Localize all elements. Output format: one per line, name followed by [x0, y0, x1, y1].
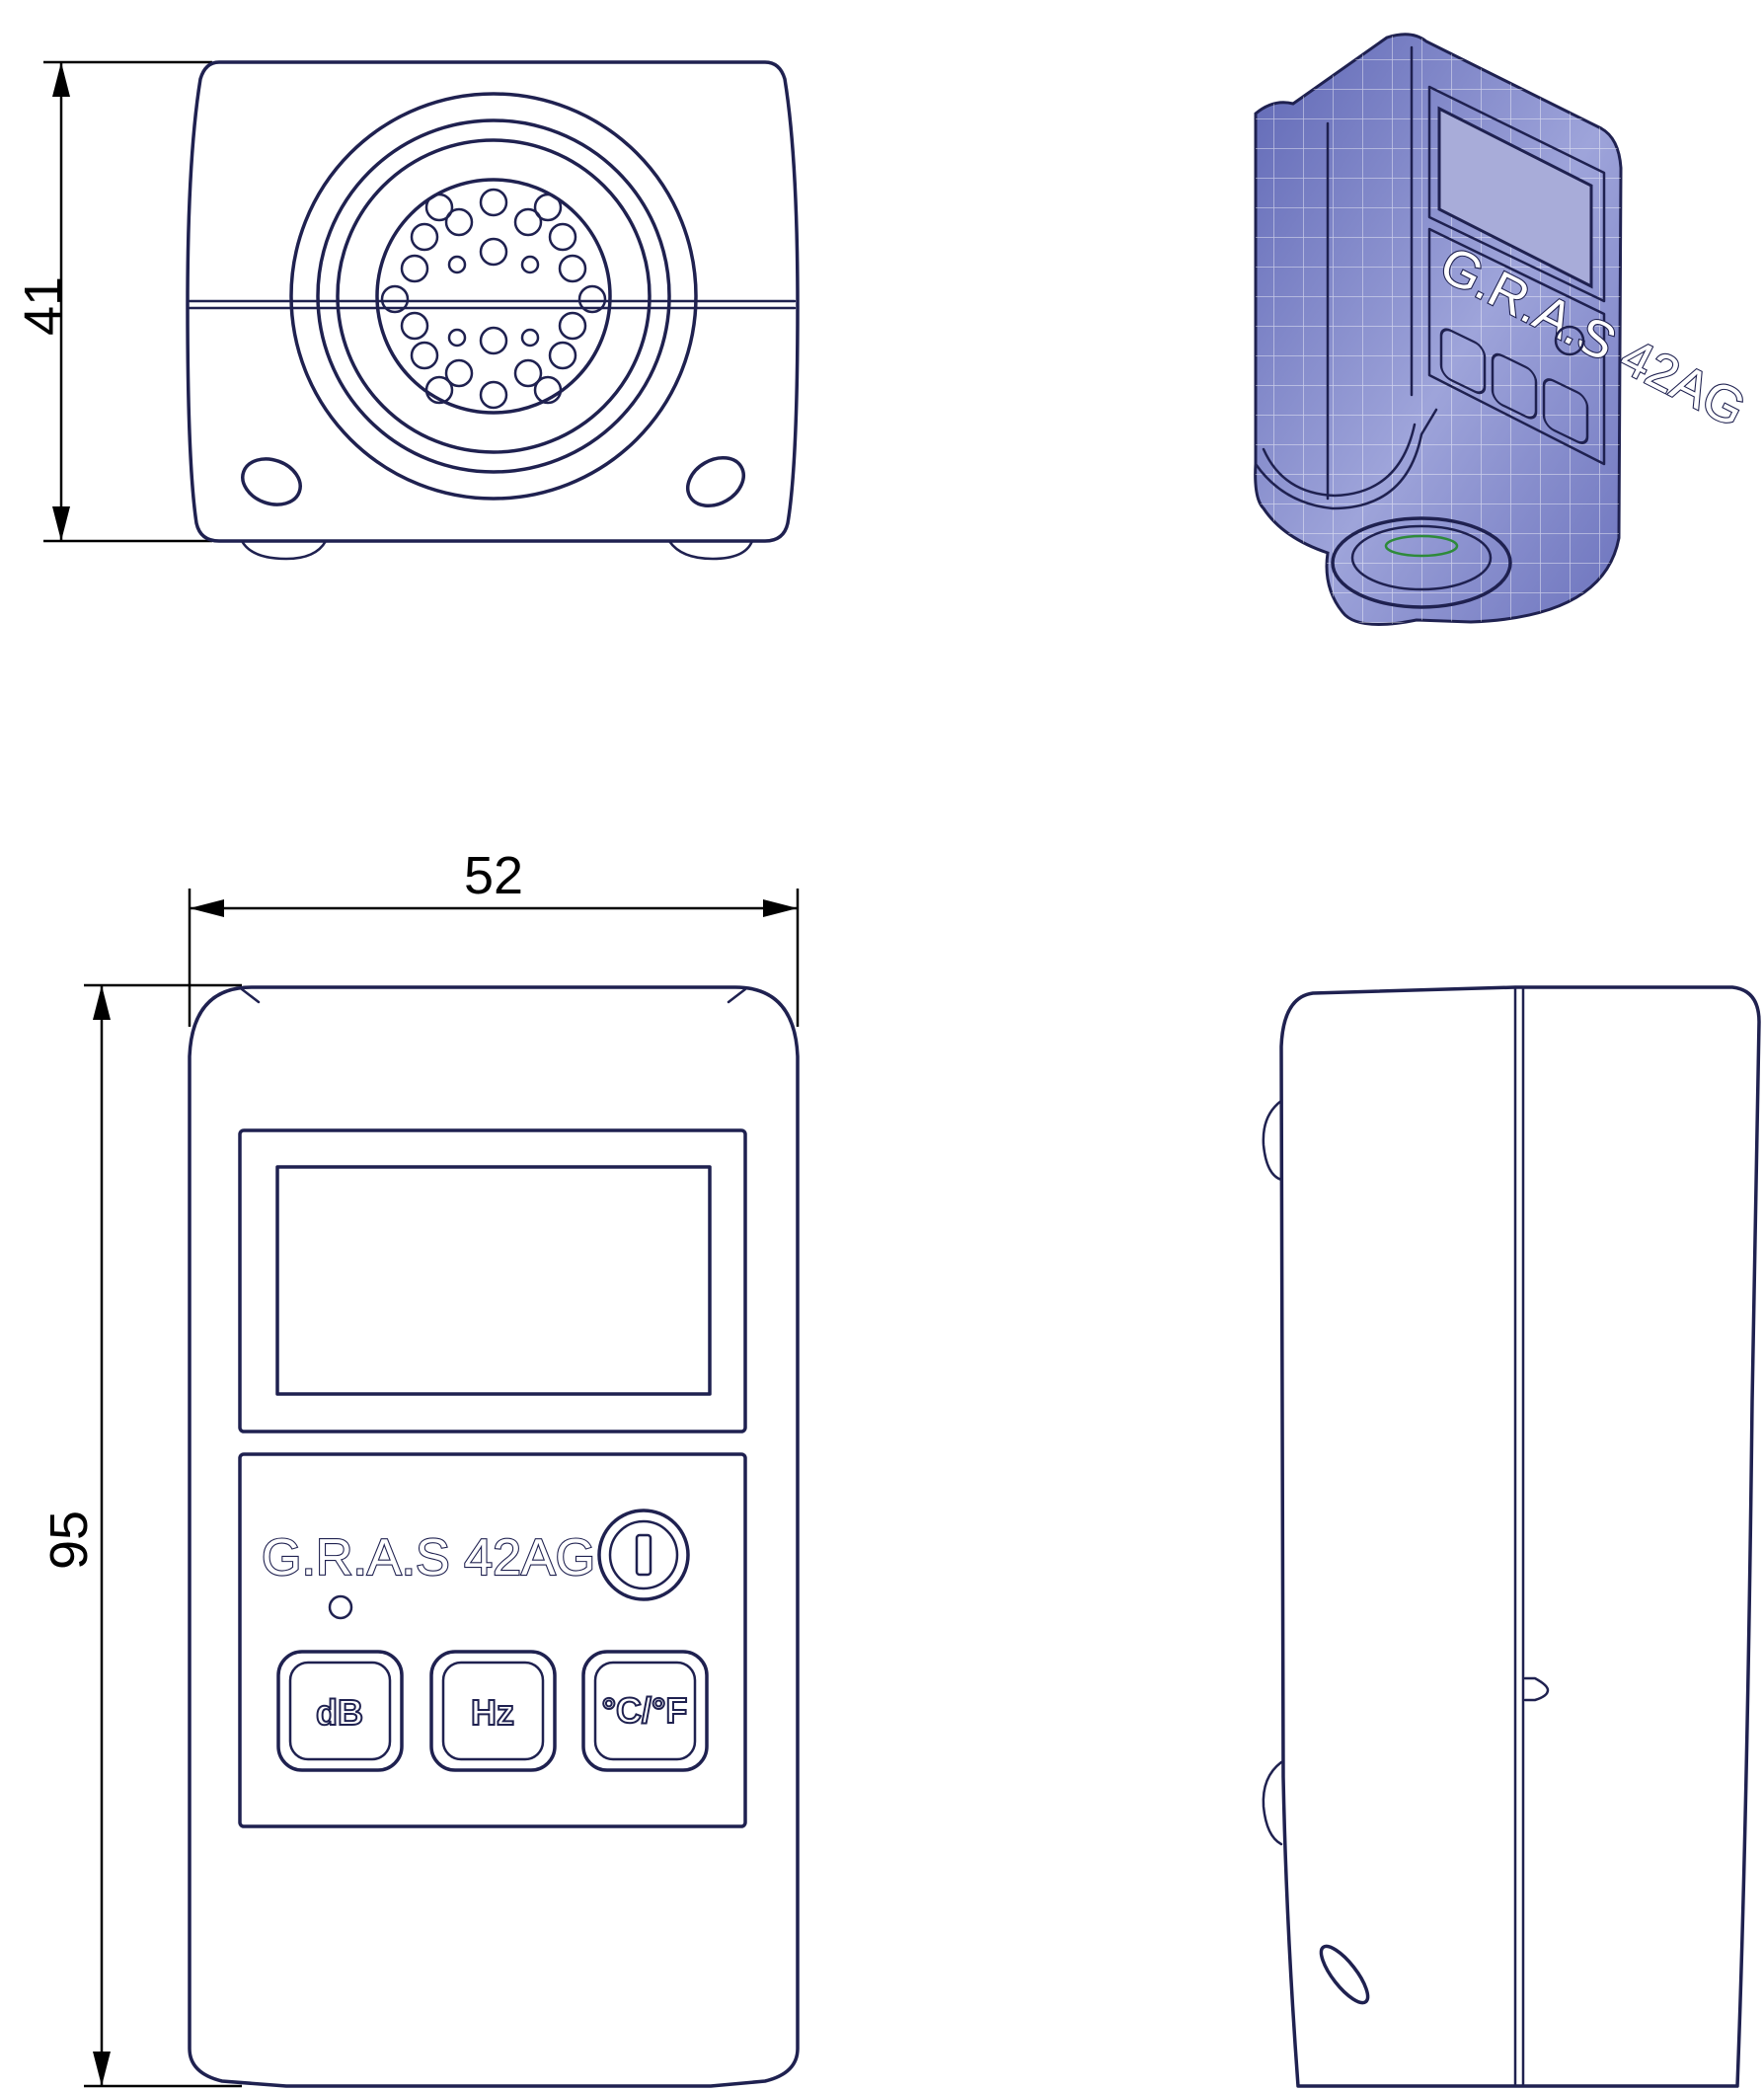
- hz-button[interactable]: Hz: [429, 1650, 557, 1772]
- mic-ring-middle: [316, 118, 671, 474]
- front-view: 52 95 G.R.A.S 42AG dB: [39, 846, 800, 2088]
- dimension-95: 95: [39, 983, 242, 2088]
- side-view-body: [1279, 985, 1761, 2088]
- side-view: [1262, 985, 1761, 2088]
- foot-oval-right: [686, 456, 745, 507]
- hz-button-label: Hz: [471, 1692, 514, 1733]
- display-frame: [238, 1128, 747, 1433]
- control-panel: [238, 1452, 747, 1828]
- dimension-95-label: 95: [39, 1510, 99, 1570]
- display-screen: [275, 1165, 712, 1396]
- mic-grille-holes: [380, 188, 607, 410]
- power-icon[interactable]: [597, 1509, 690, 1601]
- side-foot-oval: [1319, 1944, 1370, 2005]
- brand-label: G.R.A.S 42AG: [262, 1529, 595, 1587]
- front-view-body: [188, 985, 800, 2088]
- db-button[interactable]: dB: [276, 1650, 404, 1772]
- mic-ring-outer: [289, 92, 698, 501]
- dimension-52: 52: [188, 846, 800, 1027]
- render-mic: [1331, 516, 1512, 609]
- isometric-render: G.R.A.S 42AG: [1254, 33, 1755, 626]
- mic-ring-inner: [336, 138, 652, 454]
- dimension-41: 41: [14, 60, 212, 543]
- temperature-unit-button[interactable]: °C/°F: [581, 1650, 709, 1772]
- end-view: 41: [14, 60, 800, 561]
- end-view-body: [186, 60, 800, 543]
- foot-oval-left: [241, 457, 302, 506]
- mic-grille: [375, 178, 612, 415]
- dimension-52-label: 52: [464, 846, 523, 905]
- temperature-unit-button-label: °C/°F: [602, 1690, 688, 1731]
- led-indicator-icon: [328, 1594, 353, 1620]
- render-screen: [1437, 106, 1593, 289]
- dimension-41-label: 41: [14, 276, 73, 336]
- db-button-label: dB: [316, 1692, 363, 1733]
